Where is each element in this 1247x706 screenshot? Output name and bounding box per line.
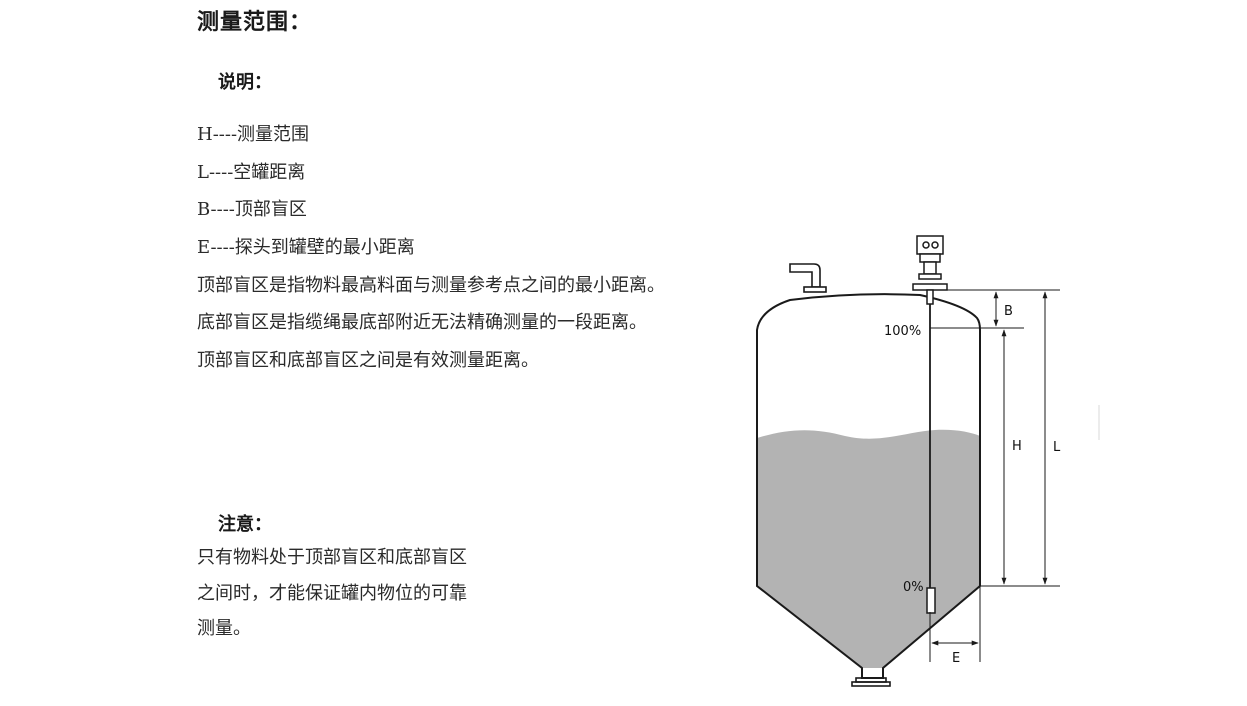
note-line: 之间时，才能保证罐内物位的可靠 <box>197 582 467 604</box>
note-line: 只有物料处于顶部盲区和底部盲区 <box>197 547 467 568</box>
legend-line-h: H----测量范围 <box>197 124 310 145</box>
legend-line-b: B----顶部盲区 <box>197 199 307 221</box>
explain-list: H----测量范围 L----空罐距离 B----顶部盲区 E----探头到罐壁… <box>197 116 665 380</box>
note-heading: 注意： <box>218 514 272 535</box>
note-line: 测量。 <box>197 618 251 639</box>
legend-line-e: E----探头到罐壁的最小距离 <box>197 237 415 259</box>
legend-line-l: L----空罐距离 <box>197 161 306 183</box>
label-h: H <box>1012 439 1022 454</box>
label-b: B <box>1004 304 1013 319</box>
label-100-percent: 100% <box>884 324 921 339</box>
explain-bottom-blind-zone: 底部盲区是指缆绳最底部附近无法精确测量的一段距离。 <box>197 312 647 334</box>
inlet-nozzle <box>789 263 827 293</box>
label-e: E <box>952 651 960 666</box>
explain-heading: 说明： <box>218 72 272 93</box>
silo-outline <box>756 293 981 679</box>
radar-sensor <box>912 235 948 305</box>
tank-diagram: 100% 0% B H L E <box>756 235 1100 687</box>
material-level <box>757 429 980 668</box>
label-0-percent: 0% <box>903 580 924 595</box>
label-l: L <box>1053 440 1061 455</box>
explain-top-blind-zone: 顶部盲区是指物料最高料面与测量参考点之间的最小距离。 <box>197 274 665 296</box>
explain-effective-range: 顶部盲区和底部盲区之间是有效测量距离。 <box>197 350 539 372</box>
page-title: 测量范围： <box>197 10 313 35</box>
probe-weight <box>926 587 936 614</box>
reference-lines <box>929 289 1060 662</box>
note-list: 只有物料处于顶部盲区和底部盲区 之间时，才能保证罐内物位的可靠 测量。 <box>197 540 467 647</box>
bottom-outlet <box>851 677 891 687</box>
